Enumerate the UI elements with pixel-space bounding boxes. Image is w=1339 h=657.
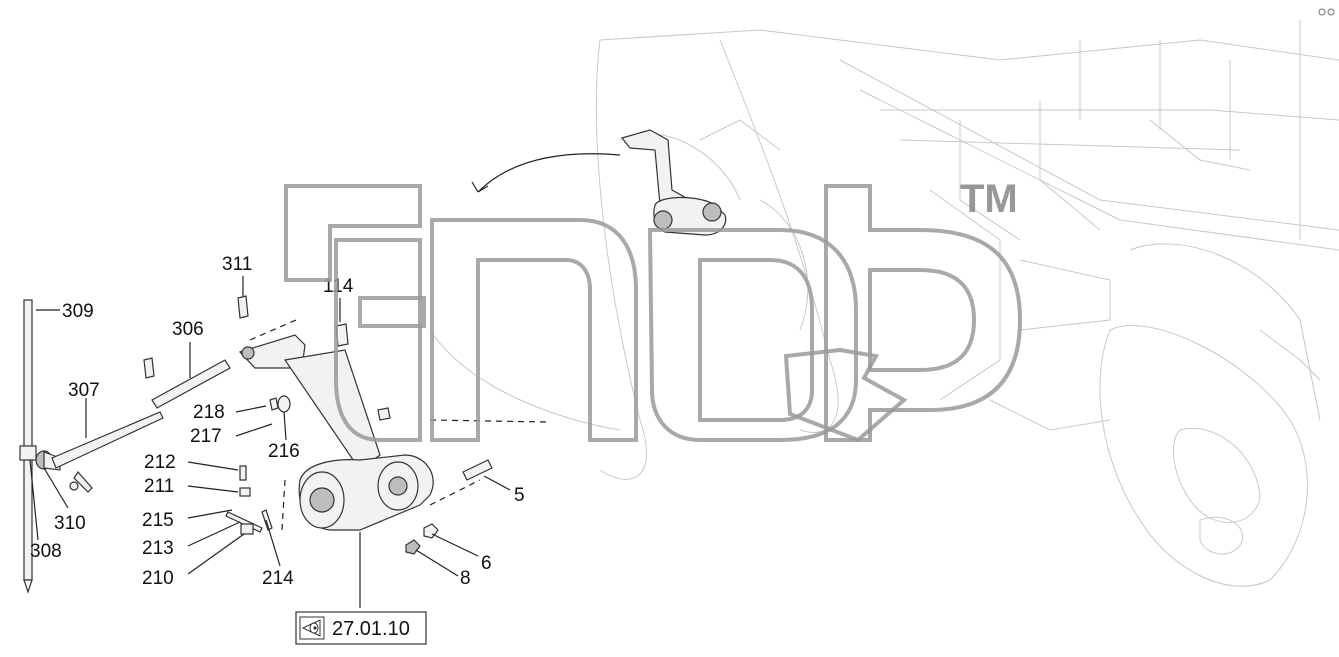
callout-212: 212 xyxy=(144,452,176,473)
callout-6: 6 xyxy=(481,553,492,574)
support-arm xyxy=(283,349,381,471)
bolt-8 xyxy=(405,539,421,555)
callout-308: 308 xyxy=(30,541,62,562)
callout-216: 216 xyxy=(268,441,300,462)
callout-8: 8 xyxy=(460,568,471,589)
washer-6 xyxy=(423,523,439,539)
inset-assembly-view xyxy=(471,129,727,236)
callout-214: 214 xyxy=(262,568,294,589)
callout-310: 310 xyxy=(54,513,86,534)
corner-mark-icon xyxy=(1318,8,1335,16)
pin-5 xyxy=(462,459,493,481)
reference-box[interactable]: 27.01.10 xyxy=(295,611,427,645)
callout-210: 210 xyxy=(142,568,174,589)
callout-215: 215 xyxy=(142,510,174,531)
watermark-logo: TM xyxy=(284,177,1023,443)
callout-218: 218 xyxy=(193,402,225,423)
leader-lines xyxy=(29,276,511,608)
callout-306: 306 xyxy=(172,319,204,340)
background-machine-outline xyxy=(429,20,1339,587)
shaft-306 xyxy=(151,359,231,409)
watermark-tm: TM xyxy=(960,177,1018,221)
callout-213: 213 xyxy=(142,538,174,559)
view-reference-icon xyxy=(301,619,321,637)
callout-307: 307 xyxy=(68,380,100,401)
callout-labels: 311 114 309 306 307 218 217 216 212 211 … xyxy=(30,254,525,589)
callout-311: 311 xyxy=(222,254,252,275)
reference-label: 27.01.10 xyxy=(332,618,410,640)
clamp-308 xyxy=(19,445,37,461)
callout-217: 217 xyxy=(190,426,222,447)
rod-309 xyxy=(23,299,33,581)
link-rod-307 xyxy=(51,411,164,469)
callout-309: 309 xyxy=(62,301,94,322)
callout-5: 5 xyxy=(514,485,525,506)
callout-211: 211 xyxy=(144,476,174,497)
